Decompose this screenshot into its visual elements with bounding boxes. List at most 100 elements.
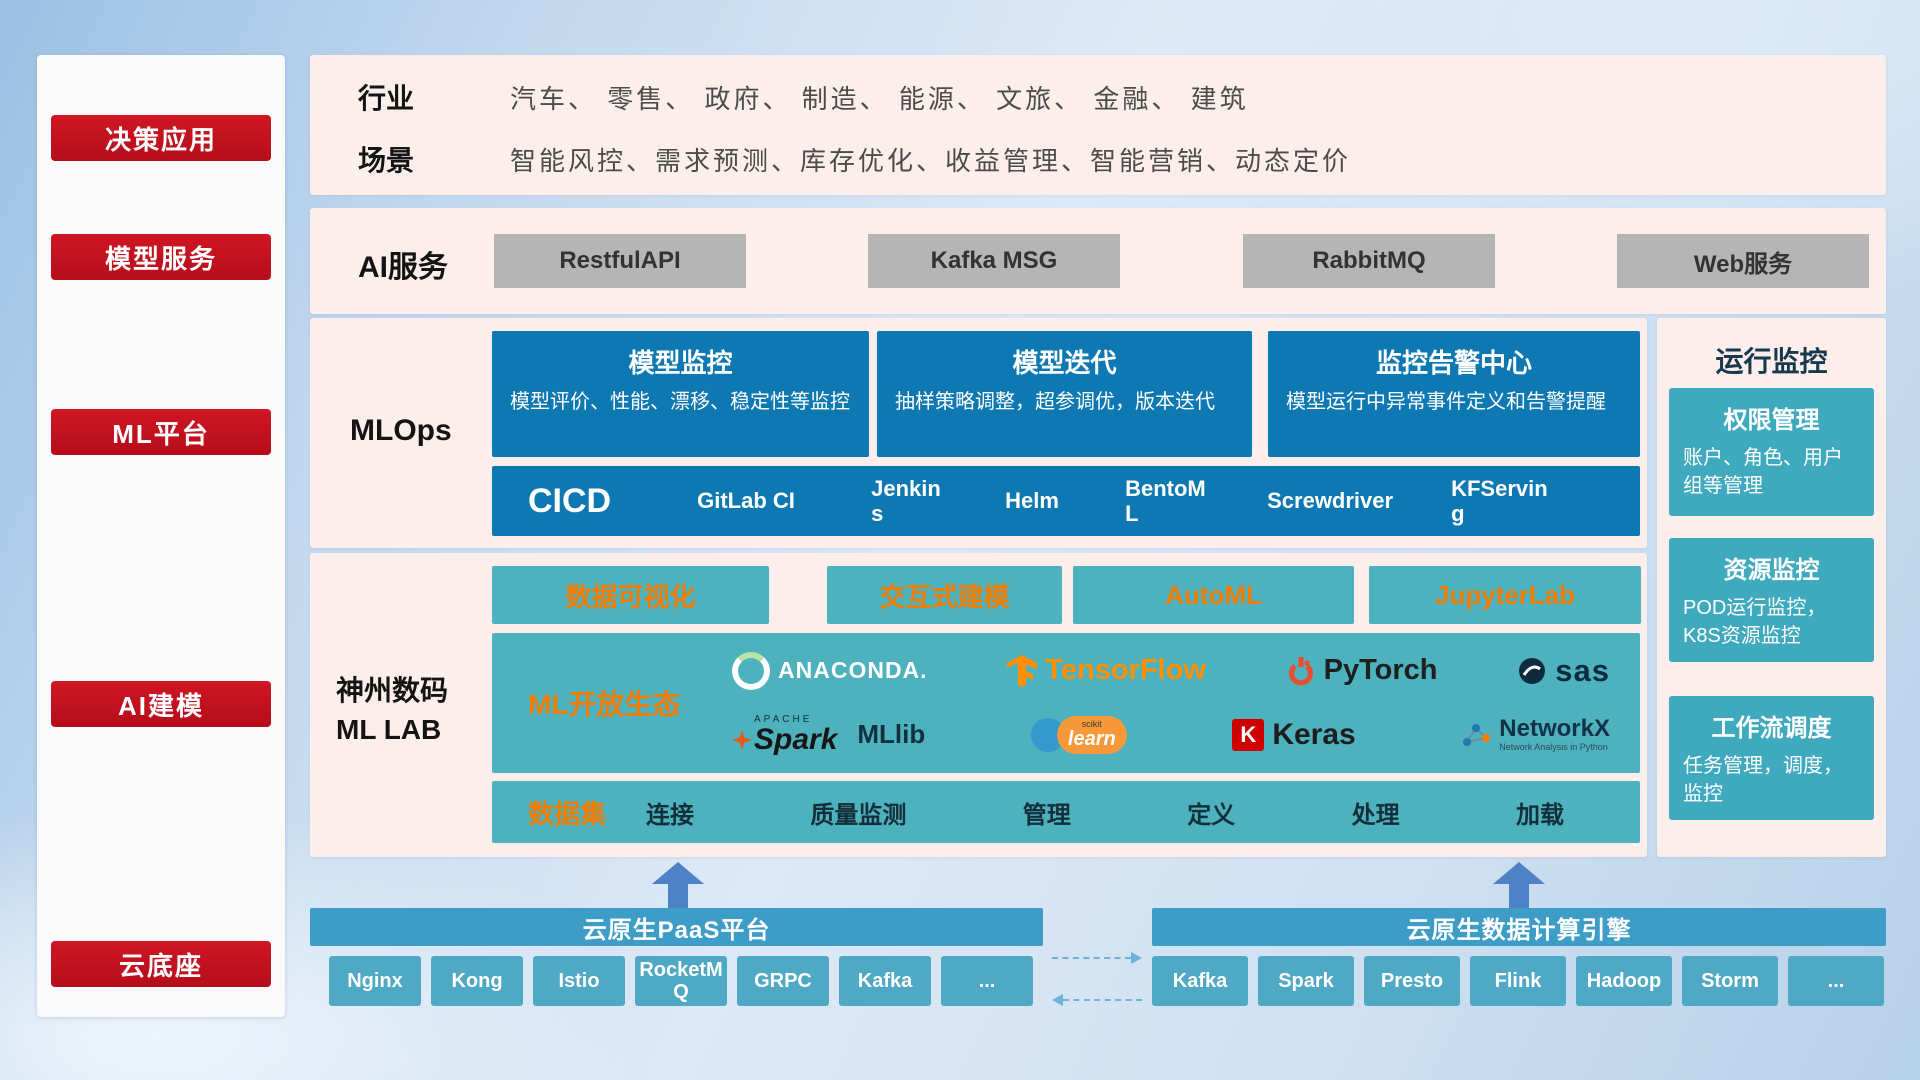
model-monitoring-card: 模型监控 模型评价、性能、漂移、稳定性等监控: [492, 331, 869, 457]
chip-presto: Presto: [1364, 956, 1460, 1006]
chip-storm: Storm: [1682, 956, 1778, 1006]
engine-title-bar: 云原生数据计算引擎: [1152, 908, 1886, 946]
card-desc: 账户、角色、用户组等管理: [1683, 447, 1843, 497]
logo-row-2: APACHE Spark MLlib: [724, 714, 1626, 756]
logo-row-1: ANACONDA. TensorFlow: [724, 651, 1626, 690]
chip-kafka: Kafka: [839, 956, 931, 1006]
card-desc: POD运行监控，K8S资源监控: [1683, 597, 1827, 647]
chip-istio: Istio: [533, 956, 625, 1006]
ai-service-restfulapi: RestfulAPI: [494, 234, 746, 288]
tool-automl: AutoML: [1073, 566, 1354, 624]
spark-wordmark-stack: APACHE Spark: [732, 714, 838, 756]
cicd-jenkins: Jenkins: [871, 475, 941, 526]
scikit-blob-icon: scikit learn: [1056, 715, 1127, 754]
sidebar-item-model-service: 模型服务: [51, 234, 271, 280]
alert-center-card: 监控告警中心 模型运行中异常事件定义和告警提醒: [1268, 331, 1640, 457]
card-title: 监控告警中心: [1375, 348, 1532, 378]
chip-nginx: Nginx: [329, 956, 421, 1006]
tensorflow-wordmark: TensorFlow: [1045, 654, 1206, 686]
ai-service-label: AI服务: [358, 251, 448, 284]
card-title: 工作流调度: [1711, 715, 1832, 742]
engine-chips: Kafka Spark Presto Flink Hadoop Storm ..…: [1152, 956, 1884, 1006]
learn-text: learn: [1067, 728, 1116, 750]
cicd-bentoml: BentoML: [1125, 475, 1206, 526]
ml-ecosystem-title: ML开放生态: [528, 689, 681, 720]
keras-k: K: [1240, 721, 1257, 747]
ai-service-kafka-msg: Kafka MSG: [868, 234, 1120, 288]
tensorflow-icon: [1007, 654, 1038, 687]
networkx-logo: NetworkX Network Analysis in Python: [1461, 715, 1610, 752]
ai-service-rabbitmq: RabbitMQ: [1243, 234, 1495, 288]
sas-icon: [1519, 657, 1546, 684]
chip-spark: Spark: [1258, 956, 1354, 1006]
card-desc: 任务管理，调度，监控: [1683, 755, 1843, 805]
dataset-load: 加载: [1515, 801, 1564, 829]
runtime-monitoring-panel: 运行监控 权限管理 账户、角色、用户组等管理 资源监控 POD运行监控，K8S资…: [1657, 318, 1886, 857]
anaconda-icon: [732, 651, 770, 690]
dashed-arrow-left: [1052, 994, 1142, 1006]
workflow-card: 工作流调度 任务管理，调度，监控: [1669, 696, 1874, 820]
keras-logo: K Keras: [1232, 717, 1356, 752]
runtime-monitoring-title: 运行监控: [1715, 346, 1828, 377]
networkx-wordmark: NetworkX: [1499, 715, 1610, 743]
ai-service-web: Web服务: [1617, 234, 1869, 288]
dataset-manage: 管理: [1022, 801, 1071, 829]
cicd-gitlab-ci: GitLab CI: [697, 488, 795, 514]
up-arrow-engine: [1493, 862, 1545, 908]
keras-wordmark: Keras: [1272, 717, 1356, 751]
sidebar-item-ml-platform: ML平台: [51, 409, 271, 455]
sidebar-item-decision-apps: 决策应用: [51, 115, 271, 161]
chip-grpc: GRPC: [737, 956, 829, 1006]
spark-mllib-logo: APACHE Spark MLlib: [732, 714, 926, 756]
paas-title-bar: 云原生PaaS平台: [310, 908, 1043, 946]
dashed-arrow-right: [1052, 952, 1142, 964]
dataset-define: 定义: [1187, 801, 1236, 829]
dataset-items: 连接 质量监测 管理 定义 处理 加载: [646, 795, 1604, 830]
spark-wordmark: Spark: [754, 722, 838, 756]
mllib-wordmark: MLlib: [857, 719, 926, 749]
dash-line: [1063, 999, 1142, 1001]
scenario-row: 场景 智能风控、需求预测、库存优化、收益管理、智能营销、动态定价: [358, 139, 1856, 179]
cicd-kfserving: KFServing: [1451, 475, 1548, 526]
model-iteration-card: 模型迭代 抽样策略调整，超参调优，版本迭代: [877, 331, 1252, 457]
cicd-helm: Helm: [1005, 488, 1059, 514]
networkx-subtitle: Network Analysis in Python: [1499, 741, 1608, 752]
dataset-bar: 数据集 连接 质量监测 管理 定义 处理 加载: [492, 781, 1640, 843]
anaconda-wordmark: ANACONDA.: [778, 657, 928, 683]
chip-kong: Kong: [431, 956, 523, 1006]
chip-flink: Flink: [1470, 956, 1566, 1006]
ml-lab-label: 神州数码 ML LAB: [336, 671, 496, 749]
sidebar-item-ai-modeling: AI建模: [51, 681, 271, 727]
ml-lab-label-line2: ML LAB: [336, 714, 442, 746]
tool-interactive-modeling: 交互式建模: [827, 566, 1062, 624]
card-desc: 模型评价、性能、漂移、稳定性等监控: [510, 391, 850, 413]
paas-chips: Nginx Kong Istio RocketMQ GRPC Kafka ...: [329, 956, 1033, 1006]
dash-line: [1052, 957, 1131, 959]
spark-row: Spark: [732, 722, 838, 756]
mlops-panel: MLOps 模型监控 模型评价、性能、漂移、稳定性等监控 模型迭代 抽样策略调整…: [310, 318, 1647, 548]
industry-values: 汽车、 零售、 政府、 制造、 能源、 文旅、 金融、 建筑: [510, 84, 1249, 114]
industry-label: 行业: [358, 83, 415, 114]
dataset-connect: 连接: [646, 801, 695, 829]
ml-lab-panel: 神州数码 ML LAB 数据可视化 交互式建模 AutoML JupyterLa…: [310, 553, 1647, 857]
card-desc: 抽样策略调整，超参调优，版本迭代: [895, 391, 1215, 413]
spark-star-icon: [732, 729, 752, 750]
mlops-label: MLOps: [350, 414, 452, 447]
dash-arrowhead-right: [1131, 952, 1142, 964]
scenario-values: 智能风控、需求预测、库存优化、收益管理、智能营销、动态定价: [510, 146, 1352, 176]
sas-logo: sas: [1517, 653, 1610, 689]
cicd-bar: CICD GitLab CI Jenkins Helm BentoML Scre…: [492, 466, 1640, 536]
scikit-text: scikit: [1081, 719, 1102, 729]
tool-jupyterlab: JupyterLab: [1369, 566, 1641, 624]
pytorch-logo: PyTorch: [1286, 654, 1438, 687]
dash-arrowhead-left: [1052, 994, 1063, 1006]
chip-kafka2: Kafka: [1152, 956, 1248, 1006]
networkx-wordmark-stack: NetworkX Network Analysis in Python: [1499, 715, 1610, 752]
arrow-head: [1493, 862, 1545, 884]
card-desc: 模型运行中异常事件定义和告警提醒: [1286, 391, 1606, 413]
ecosystem-logos: ANACONDA. TensorFlow: [724, 639, 1626, 767]
arrow-stem: [668, 884, 688, 908]
industry-row: 行业 汽车、 零售、 政府、 制造、 能源、 文旅、 金融、 建筑: [358, 77, 1856, 117]
cicd-label: CICD: [528, 481, 612, 520]
